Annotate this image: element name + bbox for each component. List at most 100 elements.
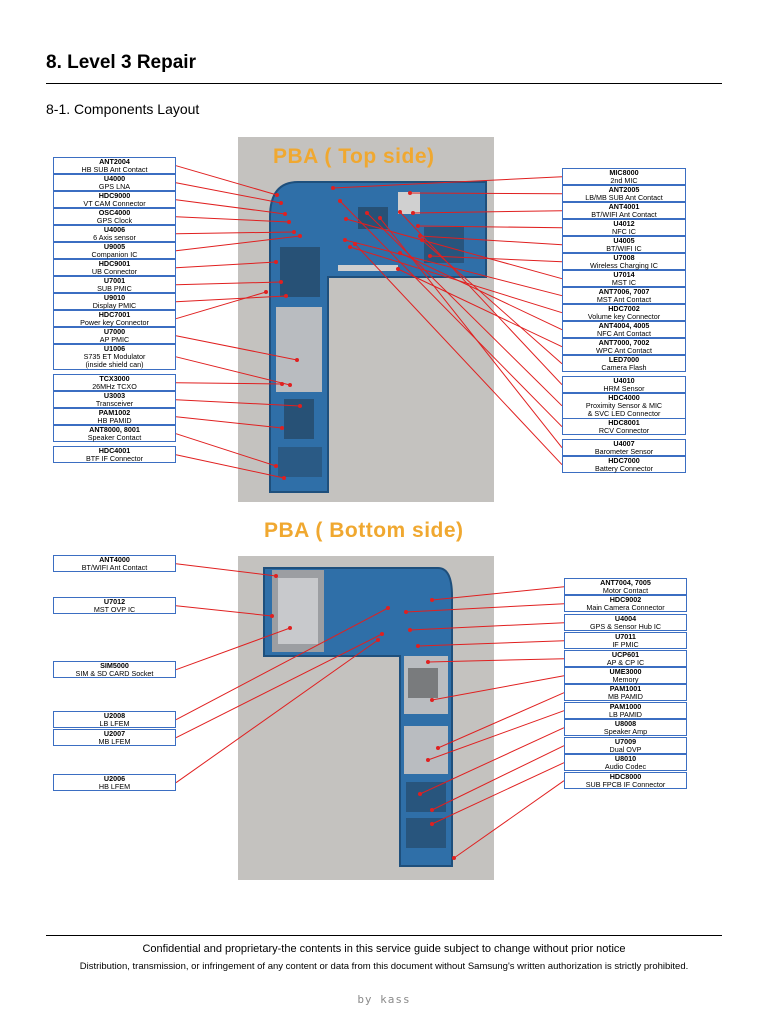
leader-endpoint-sim5000 (288, 626, 292, 630)
callout-description: 2nd MIC (610, 176, 638, 186)
callout-part-number: LED7000 (608, 355, 640, 364)
callout-description: LB/MB SUB Ant Contact (585, 193, 663, 203)
callout-description: UB Connector (91, 267, 138, 277)
callout-part-number: HDC4001 (98, 446, 131, 455)
callout-part-number: ANT2004 (99, 157, 130, 166)
callout-part-number: ANT4001 (608, 202, 640, 211)
leader-endpoint-u9005 (298, 234, 302, 238)
leader-endpoint-hdc4001 (282, 476, 286, 480)
leader-line-u9010 (175, 295, 287, 303)
callout-description: Power key Connector (80, 318, 149, 328)
leader-endpoint-u8008 (418, 792, 422, 796)
callout-part-number: U4007 (613, 439, 635, 448)
callout-part-number: HDC8001 (608, 418, 640, 427)
callout-description: HRM Sensor (603, 384, 645, 394)
leader-endpoint-hdc9000 (283, 212, 287, 216)
leader-endpoint-osc4000 (287, 220, 291, 224)
leader-line-ant4000 (175, 563, 277, 577)
callout-description: Companion IC (91, 250, 138, 260)
callout-part-number: SIM5000 (100, 661, 129, 670)
leader-endpoint-hdc7000 (353, 242, 357, 246)
callout-description: 6 Axis sensor (93, 233, 136, 243)
callout-description: SUB PMIC (97, 284, 132, 294)
leader-endpoint-tcx3000 (280, 382, 284, 386)
callout-part-number: UCP601 (611, 650, 640, 659)
leader-line-u2006 (175, 639, 379, 784)
bottom-side-board-photo (238, 556, 494, 880)
callout-description: VT CAM Connector (83, 199, 146, 209)
leader-line-u4004 (409, 622, 565, 631)
callout-description: S735 ET Modulator (83, 352, 146, 362)
callout-description: GPS LNA (98, 182, 131, 192)
section-heading: 8. Level 3 Repair (46, 52, 196, 73)
leader-endpoint-u4010 (398, 210, 402, 214)
callout-part-number: ANT2005 (608, 185, 640, 194)
leader-line-u2007 (175, 633, 383, 739)
callout-description: IF PMIC (612, 640, 639, 650)
leader-line-u1006 (175, 356, 291, 386)
leader-line-u4000 (175, 182, 282, 204)
callout-description: Transceiver (95, 399, 134, 409)
leader-line-hdc4001 (175, 454, 285, 479)
callout-part-number: HDC9000 (98, 191, 131, 200)
leader-endpoint-u3003 (298, 404, 302, 408)
leader-endpoint-u7000 (295, 358, 299, 362)
callout-part-number: U2007 (103, 729, 126, 738)
callout-part-number: U4000 (103, 174, 126, 183)
leader-endpoint-u4007 (378, 216, 382, 220)
leader-endpoint-u4006 (292, 230, 296, 234)
leader-endpoint-ant2004 (275, 193, 279, 197)
callout-description: Motor Contact (602, 586, 649, 596)
callout-part-number: U4012 (613, 219, 635, 228)
leader-line-u7000 (175, 335, 298, 361)
watermark: by kass (357, 993, 411, 1006)
callout-description: HB PAMID (97, 416, 132, 426)
leader-endpoint-hdc7001 (264, 290, 268, 294)
leader-endpoint-hdc4000 (365, 211, 369, 215)
callout-part-number: U8008 (614, 719, 637, 728)
footer-divider (46, 935, 722, 936)
callout-description: Display PMIC (92, 301, 137, 311)
heading-divider (46, 83, 722, 84)
leader-endpoint-u7008 (428, 254, 432, 258)
leader-endpoint-pam1000 (426, 758, 430, 762)
leader-line-u7012 (175, 605, 273, 617)
callout-part-number: U9010 (103, 293, 126, 302)
callout-description: MB LFEM (98, 737, 131, 747)
leader-endpoint-u7001 (279, 280, 283, 284)
top-side-title: PBA ( Top side) (273, 145, 435, 168)
callout-part-number: PAM1000 (609, 702, 642, 711)
callout-part-number: HDC9001 (98, 259, 131, 268)
subsection-heading: 8-1. Components Layout (46, 101, 200, 117)
callout-description: Main Camera Connector (586, 603, 665, 613)
callout-part-number: U3003 (103, 391, 126, 400)
leader-line-ant7004-7005 (431, 586, 565, 601)
callout-part-number: U7009 (614, 737, 637, 746)
leader-line-u8008 (419, 727, 565, 795)
callout-part-number: ANT4000 (99, 555, 130, 564)
callout-part-number: PAM1001 (609, 684, 642, 693)
callout-description: HB LFEM (98, 782, 131, 792)
leader-line-u7001 (175, 281, 282, 286)
callout-part-number: HDC7002 (608, 304, 640, 313)
leader-endpoint-mic8000 (331, 186, 335, 190)
callout-description: BT/WIFI Ant Contact (81, 563, 148, 573)
leader-endpoint-u2007 (380, 632, 384, 636)
callout-part-number: U2006 (103, 774, 126, 783)
callout-part-number: U7001 (103, 276, 126, 285)
